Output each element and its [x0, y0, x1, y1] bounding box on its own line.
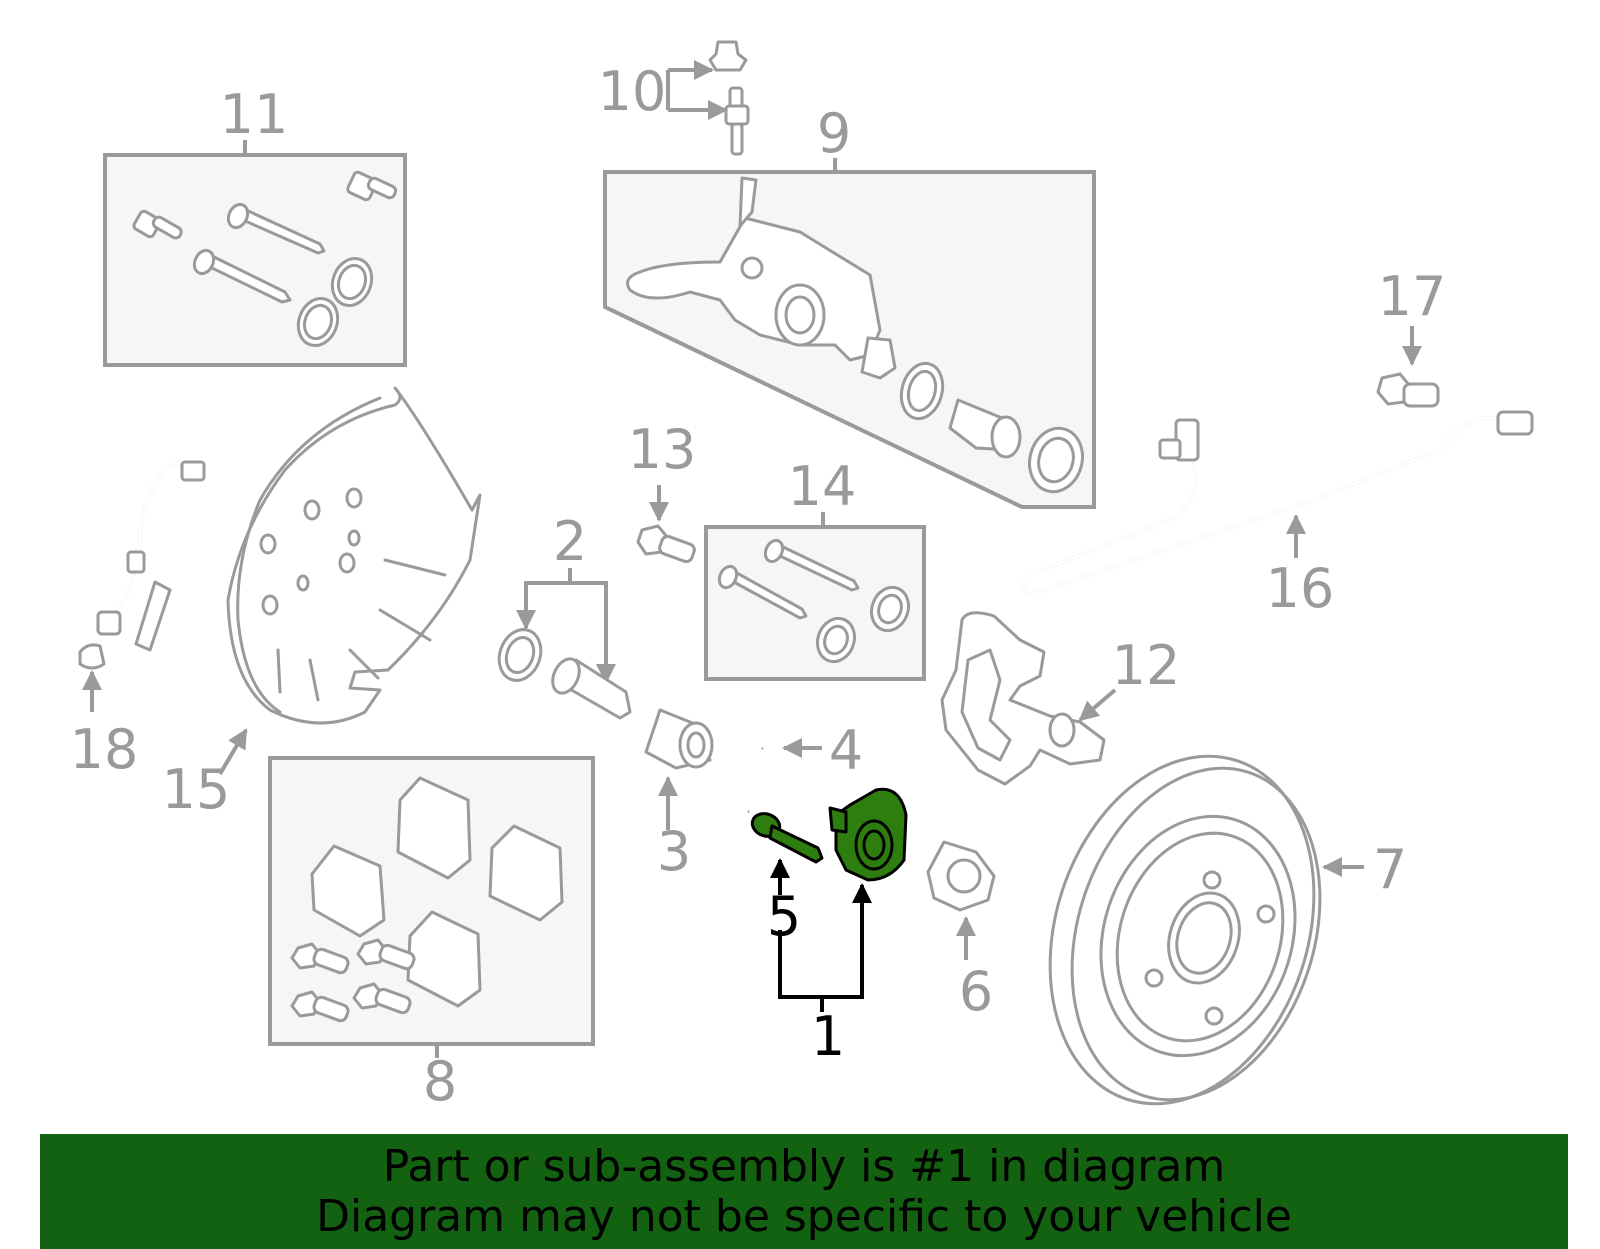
part-6-hub-nut[interactable] — [926, 840, 996, 960]
callout-12: 12 — [1112, 634, 1181, 697]
notice-line-2: Diagram may not be specific to your vehi… — [316, 1190, 1292, 1242]
boot-icon — [815, 585, 911, 664]
callout-10: 10 — [598, 60, 667, 123]
part-5-hub-bolt[interactable] — [749, 810, 824, 895]
callout-8: 8 — [423, 1050, 457, 1113]
bolt-icon — [132, 170, 398, 240]
part-10-bleeder-screw[interactable] — [666, 40, 750, 156]
part-13-bolt[interactable] — [636, 485, 696, 564]
callout-labels: 11 10 9 17 13 14 2 16 12 18 4 15 3 7 5 6… — [70, 60, 1447, 1113]
callout-4: 4 — [829, 719, 863, 782]
callout-3: 3 — [657, 820, 691, 883]
callout-15: 15 — [162, 758, 231, 821]
piston-icon — [948, 398, 1022, 459]
callout-16: 16 — [1266, 557, 1335, 620]
guide-pin-icon — [192, 202, 326, 304]
callout-17: 17 — [1378, 265, 1447, 328]
dust-boot-icon — [1028, 426, 1084, 494]
part-9-caliper-assembly[interactable] — [603, 158, 1096, 509]
boot-icon — [296, 257, 374, 347]
part-2-guide-pin[interactable] — [492, 568, 632, 720]
callout-1: 1 — [811, 1005, 845, 1068]
part-18-wheel-speed-sensor[interactable] — [78, 460, 206, 712]
notice-banner: Part or sub-assembly is #1 in diagram Di… — [40, 1134, 1568, 1249]
callout-7: 7 — [1373, 838, 1407, 901]
callout-2: 2 — [553, 510, 587, 573]
callout-6: 6 — [959, 960, 993, 1023]
callout-18: 18 — [70, 718, 139, 781]
callout-13: 13 — [628, 418, 697, 481]
bolt-icon — [290, 938, 416, 1023]
part-8-brake-pad-kit[interactable] — [268, 756, 595, 1058]
brake-pad-icon — [310, 776, 564, 1008]
callout-9: 9 — [817, 102, 851, 165]
part-12-caliper-bracket[interactable] — [940, 611, 1117, 786]
part-17-bolt[interactable] — [1376, 326, 1440, 408]
part-7-rotor[interactable] — [1007, 722, 1364, 1138]
callout-11: 11 — [220, 83, 289, 146]
piston-seal-icon — [899, 361, 945, 421]
part-11-hardware-kit[interactable] — [103, 140, 407, 367]
part-3-bushing[interactable] — [644, 708, 714, 830]
notice-line-1: Part or sub-assembly is #1 in diagram — [382, 1140, 1226, 1192]
part-14-hardware-kit[interactable] — [704, 512, 926, 681]
part-4-snap-ring[interactable] — [709, 738, 822, 818]
callout-5: 5 — [767, 885, 801, 948]
part-16-brake-line[interactable] — [1022, 410, 1534, 595]
caliper-body-icon — [626, 176, 897, 380]
part-1-hub-assembly[interactable] — [778, 787, 908, 1012]
part-15-dust-shield[interactable] — [218, 386, 482, 776]
guide-pin-icon — [717, 538, 860, 620]
callout-14: 14 — [788, 455, 857, 518]
